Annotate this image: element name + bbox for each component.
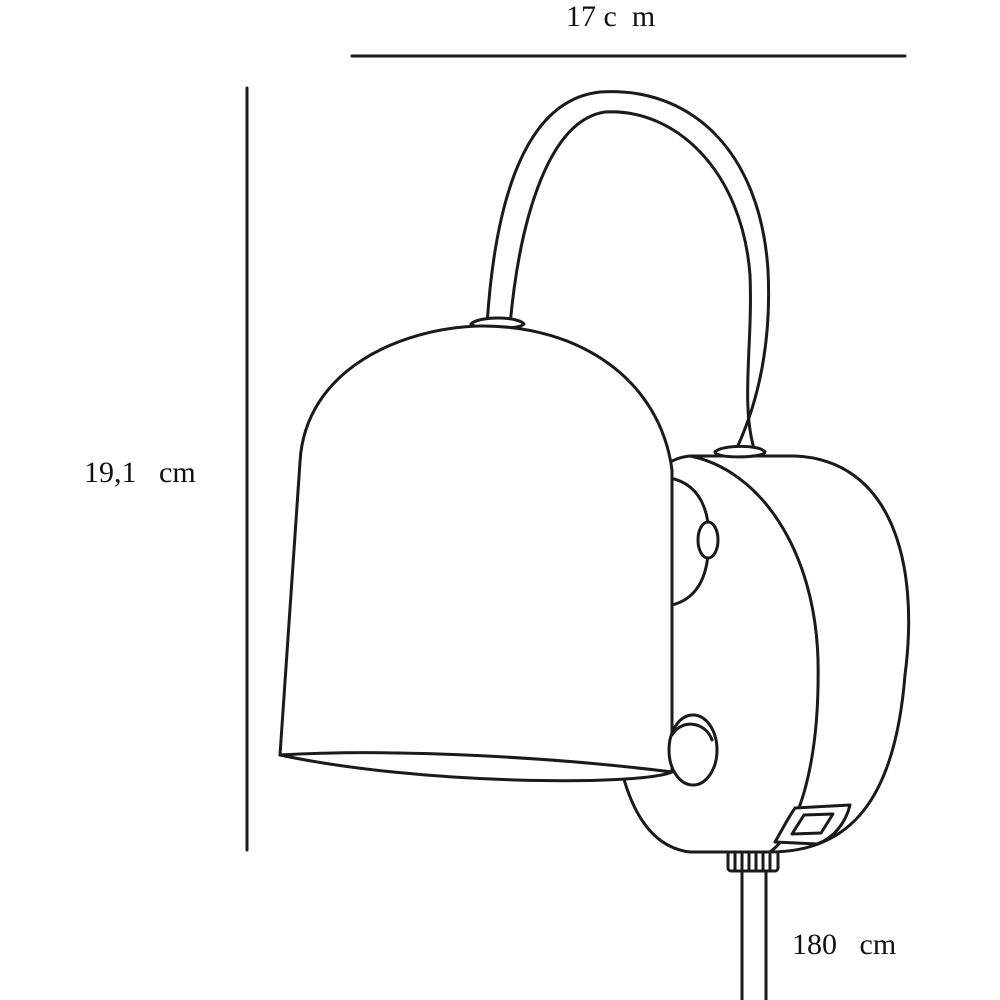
lamp-shade [278, 324, 674, 783]
lamp-arm [485, 90, 771, 454]
width-dimension-label: 17 c m [566, 0, 656, 33]
dimmer-knob [667, 713, 719, 787]
shade-opening [278, 751, 674, 783]
power-cable [740, 868, 768, 1000]
usb-port-icon [773, 803, 852, 846]
cable-strain-relief [726, 849, 780, 873]
cable-length-label: 180 cm [792, 928, 897, 961]
height-dimension-label: 19,1 cm [84, 456, 196, 489]
pivot-joint [668, 476, 720, 607]
arm-base-collar [713, 444, 767, 459]
